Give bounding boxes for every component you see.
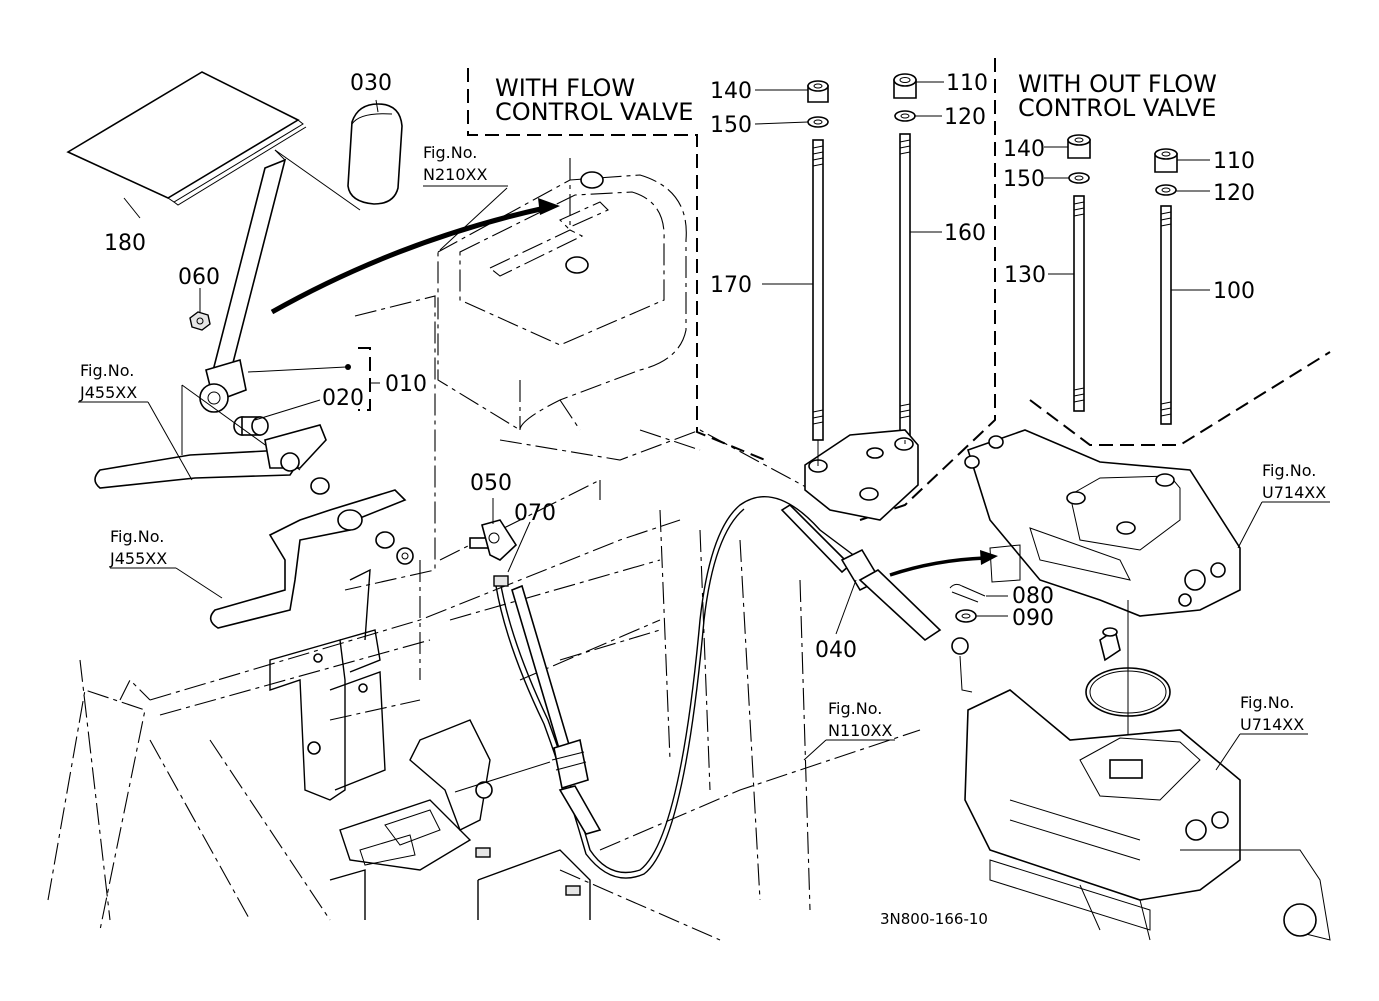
section-with-flow-title: WITH FLOW CONTROL VALVE bbox=[495, 74, 693, 126]
control-cable bbox=[493, 496, 969, 879]
svg-text:CONTROL VALVE: CONTROL VALVE bbox=[1018, 94, 1216, 122]
callout-020: 020 bbox=[322, 386, 364, 411]
callout-110-with-flow: 110 bbox=[946, 71, 988, 96]
o-ring bbox=[1085, 600, 1171, 772]
svg-text:U714XX: U714XX bbox=[1262, 483, 1326, 502]
svg-text:U714XX: U714XX bbox=[1240, 715, 1304, 734]
cable-bracket bbox=[269, 568, 591, 920]
part-150-washer-with-flow bbox=[807, 116, 829, 128]
svg-text:Fig.No.: Fig.No. bbox=[1240, 693, 1294, 712]
part-150-washer-without-flow bbox=[1068, 172, 1090, 184]
callout-110-without-flow: 110 bbox=[1213, 149, 1255, 174]
svg-text:CONTROL VALVE: CONTROL VALVE bbox=[495, 98, 693, 126]
callout-170: 170 bbox=[710, 273, 752, 298]
svg-text:Fig.No.: Fig.No. bbox=[80, 361, 134, 380]
svg-text:N110XX: N110XX bbox=[828, 721, 892, 740]
part-060-nut bbox=[189, 311, 211, 331]
callout-130: 130 bbox=[1004, 263, 1046, 288]
svg-text:Fig.No.: Fig.No. bbox=[423, 143, 477, 162]
callout-120-without-flow: 120 bbox=[1213, 181, 1255, 206]
part-030-grip-knob bbox=[347, 103, 403, 205]
callout-140-without-flow: 140 bbox=[1003, 137, 1045, 162]
callout-030: 030 bbox=[350, 71, 392, 96]
part-140-nut-without-flow bbox=[1067, 134, 1091, 159]
svg-text:WITH FLOW: WITH FLOW bbox=[495, 74, 635, 102]
svg-text:Fig.No.: Fig.No. bbox=[110, 527, 164, 546]
left-linkage bbox=[94, 384, 414, 629]
reference-arrow-n210 bbox=[270, 198, 560, 315]
svg-text:N210XX: N210XX bbox=[423, 165, 487, 184]
svg-text:Fig.No.: Fig.No. bbox=[1262, 461, 1316, 480]
part-140-nut-with-flow bbox=[807, 80, 829, 103]
figref-j455-lower: Fig.No. J455XX bbox=[109, 527, 167, 568]
figref-n210: Fig.No. N210XX bbox=[423, 143, 508, 187]
reference-arrow-valve bbox=[889, 550, 998, 577]
hydraulic-housing bbox=[437, 158, 687, 431]
svg-text:Fig.No.: Fig.No. bbox=[828, 699, 882, 718]
figref-u714-upper: Fig.No. U714XX bbox=[1262, 461, 1326, 502]
figref-j455-upper: Fig.No. J455XX bbox=[79, 361, 137, 402]
drawing-code: 3N800-166-10 bbox=[880, 910, 988, 928]
flow-control-valve-block bbox=[804, 429, 919, 521]
lower-control-valve bbox=[964, 689, 1331, 941]
leader-lines bbox=[78, 81, 1330, 771]
callout-060: 060 bbox=[178, 265, 220, 290]
callout-090: 090 bbox=[1012, 606, 1054, 631]
callout-labels: 030 180 060 020 010 050 070 040 080 090 … bbox=[104, 71, 1255, 663]
callout-120-with-flow: 120 bbox=[944, 105, 986, 130]
svg-text:WITH OUT FLOW: WITH OUT FLOW bbox=[1018, 70, 1217, 98]
part-160-stud bbox=[899, 133, 911, 440]
part-090-washer bbox=[955, 609, 977, 623]
part-170-stud bbox=[812, 139, 824, 441]
figref-n110: Fig.No. N110XX bbox=[828, 699, 892, 740]
part-110-nut-without-flow bbox=[1154, 148, 1178, 173]
part-100-stud bbox=[1160, 205, 1172, 425]
section-without-flow-title: WITH OUT FLOW CONTROL VALVE bbox=[1018, 70, 1217, 122]
callout-070: 070 bbox=[514, 501, 556, 526]
part-110-nut-with-flow bbox=[893, 73, 917, 99]
callout-080: 080 bbox=[1012, 584, 1054, 609]
upper-control-valve bbox=[964, 429, 1241, 662]
callout-180: 180 bbox=[104, 231, 146, 256]
lever-arm bbox=[199, 149, 361, 413]
callout-150-without-flow: 150 bbox=[1003, 167, 1045, 192]
figref-u714-lower: Fig.No. U714XX bbox=[1240, 693, 1304, 734]
callout-050: 050 bbox=[470, 471, 512, 496]
callout-150-with-flow: 150 bbox=[710, 113, 752, 138]
callout-160: 160 bbox=[944, 221, 986, 246]
callout-140-with-flow: 140 bbox=[710, 79, 752, 104]
svg-text:J455XX: J455XX bbox=[79, 383, 137, 402]
callout-010: 010 bbox=[385, 372, 427, 397]
part-120-washer-without-flow bbox=[1155, 184, 1177, 196]
part-120-washer-with-flow bbox=[894, 110, 916, 122]
part-050-ball-joint bbox=[469, 519, 518, 561]
callout-040: 040 bbox=[815, 638, 857, 663]
svg-text:J455XX: J455XX bbox=[109, 549, 167, 568]
callout-100: 100 bbox=[1213, 279, 1255, 304]
bracket-010 bbox=[247, 347, 380, 421]
part-130-stud bbox=[1073, 195, 1085, 412]
part-180-manual-sheet bbox=[66, 71, 307, 206]
part-080-pin bbox=[949, 583, 986, 603]
frame-phantom-lines bbox=[47, 295, 921, 941]
